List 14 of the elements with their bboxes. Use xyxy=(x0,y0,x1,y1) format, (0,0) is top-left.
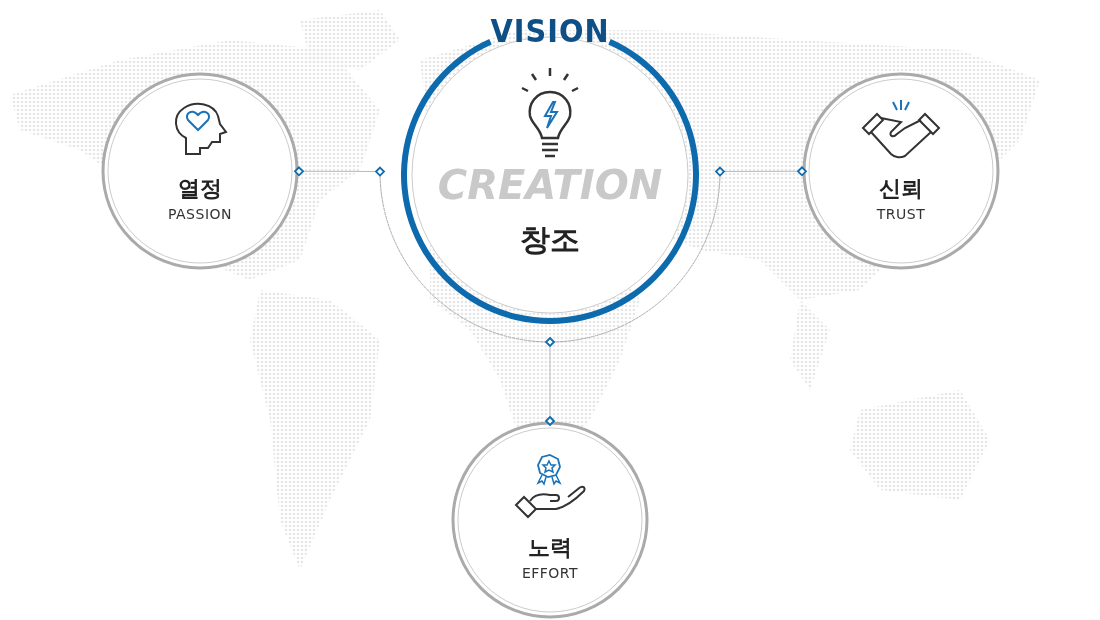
connector-line xyxy=(294,166,385,177)
node-title: 창조 xyxy=(519,221,581,259)
node-title: 열정 xyxy=(177,175,223,203)
value-circle xyxy=(101,72,299,270)
node-title: 노력 xyxy=(527,534,573,562)
node-subtitle: TRUST xyxy=(875,206,927,222)
node-subtitle: EFFORT xyxy=(520,565,580,581)
vision-heading: VISION xyxy=(489,12,611,50)
node-title: 신뢰 xyxy=(878,175,924,203)
value-circle xyxy=(802,72,1000,270)
connector-line xyxy=(715,166,807,177)
node-subtitle: PASSION xyxy=(167,206,233,222)
connector-line xyxy=(545,337,555,426)
value-circle xyxy=(451,421,649,619)
